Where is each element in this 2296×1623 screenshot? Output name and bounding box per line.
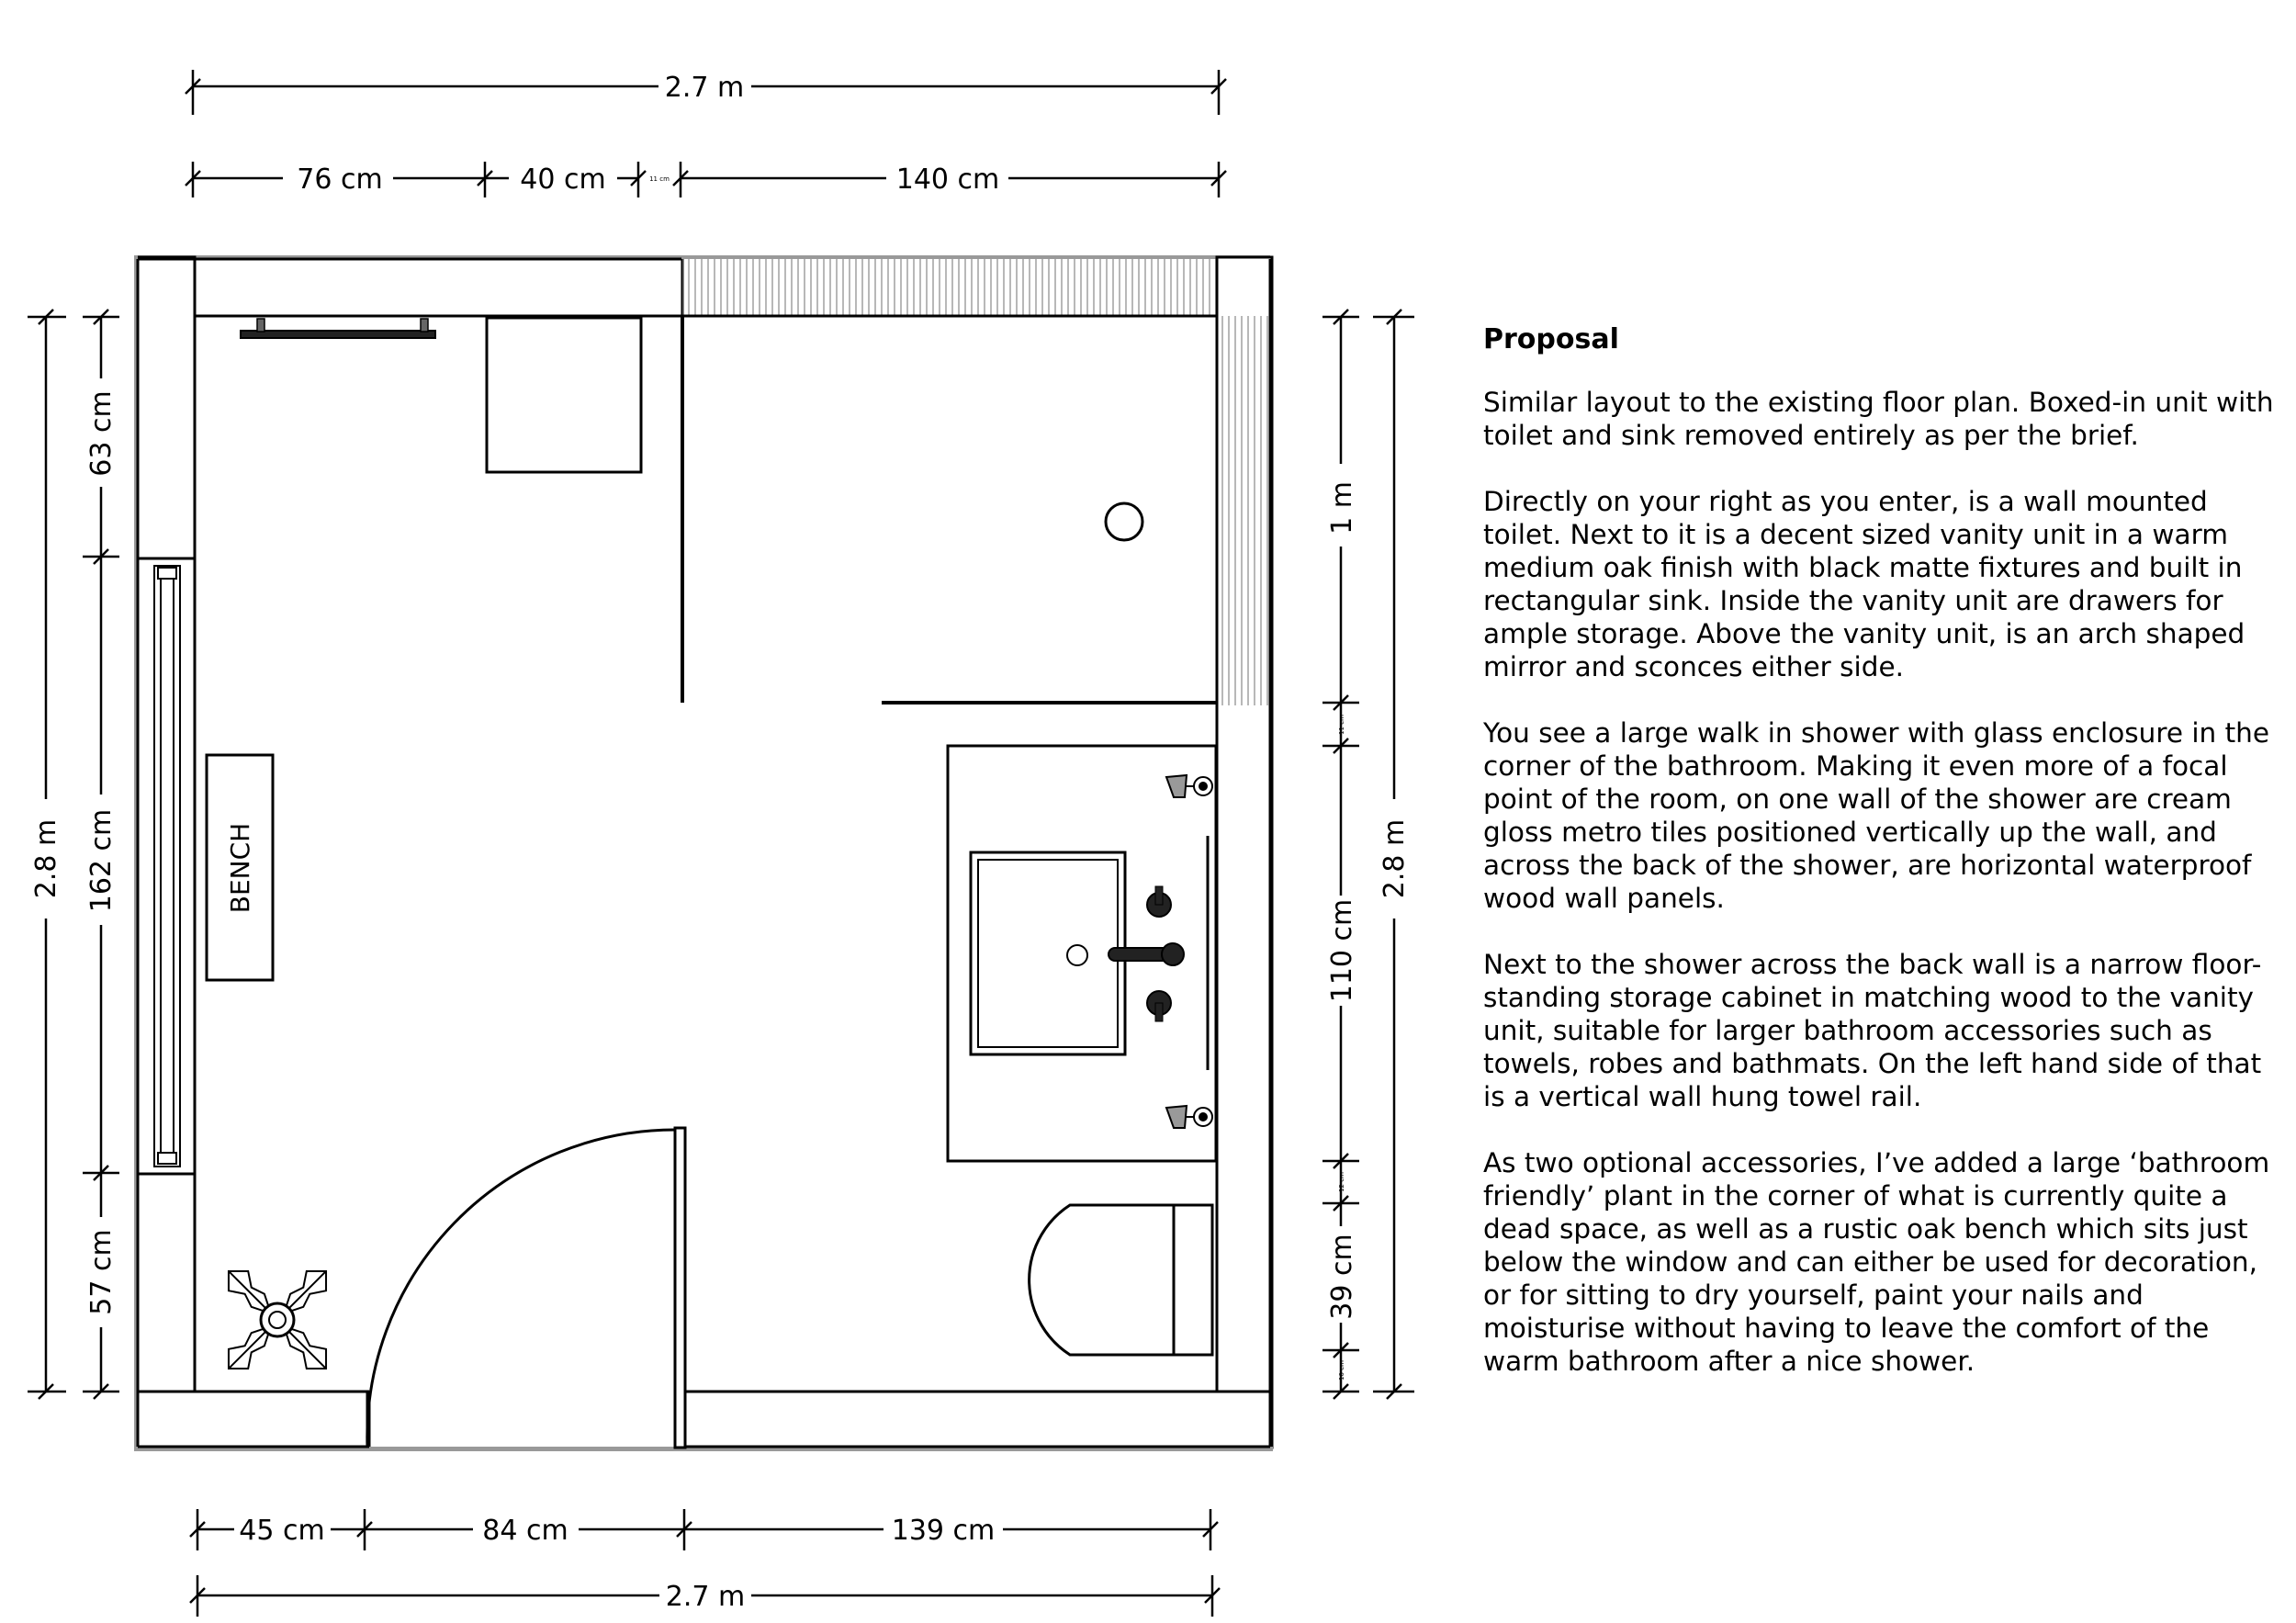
bottom-total-label: 2.7 m <box>666 1581 745 1613</box>
door <box>366 1126 687 1449</box>
left-total-label: 2.8 m <box>30 819 62 898</box>
bottom-seg-3-label: 139 cm <box>892 1515 996 1547</box>
right-seg-3-label: 39 cm <box>1326 1234 1358 1319</box>
right-seg-2-label: 110 cm <box>1326 899 1358 1003</box>
proposal-heading: Proposal <box>1483 323 1619 355</box>
sink-drain-icon <box>1066 944 1088 966</box>
storage-cabinet <box>485 316 643 474</box>
right-total-dimension <box>1373 309 1414 1400</box>
proposal-panel: Proposal Similar layout to the existing … <box>1483 323 2282 1411</box>
bottom-total-dimension <box>189 1575 1221 1617</box>
shower-drain-icon <box>1104 502 1144 542</box>
right-tiny-3-label: 10 cm <box>1338 1360 1345 1381</box>
bottom-seg-2-label: 84 cm <box>482 1515 568 1547</box>
proposal-paragraph: As two optional accessories, I’ve added … <box>1483 1147 2270 1377</box>
right-total-label: 2.8 m <box>1379 819 1411 898</box>
proposal-paragraph: Similar layout to the existing floor pla… <box>1483 387 2274 451</box>
left-seg-2-label: 162 cm <box>85 809 118 913</box>
bottom-segment-dimensions <box>189 1509 1219 1550</box>
top-segment-dimensions <box>185 162 1227 197</box>
top-seg-1-label: 76 cm <box>297 163 382 196</box>
toilet <box>1028 1203 1214 1357</box>
sconce-icon <box>1165 773 1213 798</box>
top-total-dimension <box>185 70 1227 115</box>
window <box>136 557 197 1176</box>
plant-icon <box>227 1269 328 1370</box>
bench-label: BENCH <box>225 823 255 913</box>
top-seg-3-label: 140 cm <box>896 163 1000 196</box>
right-tiny-1-label: 11 cm <box>1338 715 1345 735</box>
left-seg-1-label: 63 cm <box>85 390 118 476</box>
bench: BENCH <box>205 753 275 982</box>
left-total-dimension <box>28 309 66 1400</box>
proposal-paragraph: Next to the shower across the back wall … <box>1483 949 2262 1112</box>
right-seg-1-label: 1 m <box>1326 481 1358 535</box>
left-seg-3-label: 57 cm <box>85 1229 118 1314</box>
right-segment-dimensions <box>1322 309 1359 1400</box>
top-tiny-label: 11 cm <box>649 175 670 183</box>
left-segment-dimensions <box>83 309 119 1400</box>
proposal-paragraph: Directly on your right as you enter, is … <box>1483 486 2245 682</box>
towel-rail <box>240 318 436 339</box>
tap-icon <box>1108 885 1185 1022</box>
top-seg-2-label: 40 cm <box>520 163 605 196</box>
top-total-label: 2.7 m <box>665 72 744 104</box>
right-tiny-2-label: 12 cm <box>1338 1172 1345 1192</box>
shower-enclosure <box>681 316 1217 704</box>
bottom-seg-1-label: 45 cm <box>239 1515 324 1547</box>
sconce-icon <box>1165 1104 1213 1129</box>
proposal-paragraph: You see a large walk in shower with glas… <box>1483 717 2270 914</box>
